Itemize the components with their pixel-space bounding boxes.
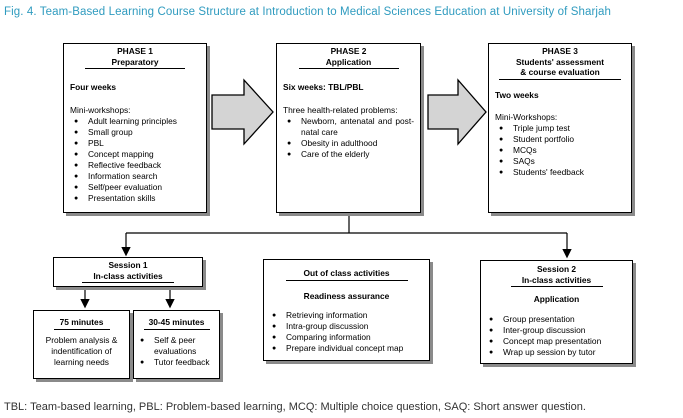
list-item: Students' feedback bbox=[495, 167, 625, 178]
phase3-list: Triple jump test Student portfolio MCQs … bbox=[495, 123, 625, 178]
figure-caption: Fig. 4. Team-Based Learning Course Struc… bbox=[4, 6, 612, 18]
list-item: SAQs bbox=[495, 156, 625, 167]
list-item: Small group bbox=[70, 127, 200, 138]
phase2-box: PHASE 2 Application Six weeks: TBL/PBL T… bbox=[276, 43, 421, 213]
session1-75min-text: Problem analysis & indentification of le… bbox=[45, 334, 118, 367]
session1-75min-box: 75 minutes Problem analysis & indentific… bbox=[33, 310, 130, 379]
phase3-box: PHASE 3 Students' assessment & course ev… bbox=[488, 43, 632, 213]
list-item: Newborn, antenatal and post-natal care bbox=[283, 116, 414, 138]
phase3-subtitle-line2: & course evaluation bbox=[499, 67, 621, 80]
session1-30min-list: Self & peer evaluations Tutor feedback bbox=[136, 335, 217, 368]
phase3-title: PHASE 3 bbox=[542, 46, 578, 56]
list-item: Triple jump test bbox=[495, 123, 625, 134]
phase1-list: Adult learning principles Small group PB… bbox=[70, 116, 200, 204]
session1-75min-title: 75 minutes bbox=[53, 317, 110, 330]
list-item: Concept map presentation bbox=[485, 336, 628, 347]
figure-footnote: TBL: Team-based learning, PBL: Problem-b… bbox=[4, 401, 586, 413]
session2-section: Application bbox=[533, 294, 580, 304]
list-item: Prepare individual concept map bbox=[268, 343, 425, 354]
session1-subtitle: In-class activities bbox=[82, 271, 174, 283]
phase1-title: PHASE 1 bbox=[117, 46, 153, 56]
list-item: Information search bbox=[70, 171, 200, 182]
out-of-class-box: Out of class activities Readiness assura… bbox=[263, 259, 430, 361]
session1-30min-box: 30-45 minutes Self & peer evaluations Tu… bbox=[133, 310, 220, 379]
out-of-class-title: Out of class activities bbox=[285, 268, 408, 281]
phase2-duration: Six weeks: TBL/PBL bbox=[283, 82, 364, 92]
list-item: Student portfolio bbox=[495, 134, 625, 145]
session1-box: Session 1 In-class activities bbox=[53, 257, 203, 287]
phase2-list-heading: Three health-related problems: bbox=[283, 105, 398, 115]
list-item: Adult learning principles bbox=[70, 116, 200, 127]
phase3-list-heading: Mini-Workshops: bbox=[495, 111, 558, 122]
list-item: Presentation skills bbox=[70, 193, 200, 204]
list-item: Intra-group discussion bbox=[268, 321, 425, 332]
list-item: Retrieving information bbox=[268, 310, 425, 321]
list-item: Inter-group discussion bbox=[485, 325, 628, 336]
list-item: Reflective feedback bbox=[70, 160, 200, 171]
list-item: Comparing information bbox=[268, 332, 425, 343]
out-of-class-list: Retrieving information Intra-group discu… bbox=[268, 310, 425, 354]
phase3-duration: Two weeks bbox=[495, 89, 539, 100]
list-item: Group presentation bbox=[485, 314, 628, 325]
list-item: Obesity in adulthood bbox=[283, 138, 414, 149]
list-item: Concept mapping bbox=[70, 149, 200, 160]
session1-title: Session 1 bbox=[108, 260, 148, 270]
list-item: Wrap up session by tutor bbox=[485, 347, 628, 358]
phase2-list: Newborn, antenatal and post-natal care O… bbox=[283, 116, 414, 160]
phase2-title: PHASE 2 bbox=[330, 46, 367, 56]
list-item: Tutor feedback bbox=[136, 357, 217, 368]
list-item: Self/peer evaluation bbox=[70, 182, 200, 193]
block-arrow-phase1-to-phase2 bbox=[211, 78, 274, 146]
phase1-box: PHASE 1 Preparatory Four weeks Mini-work… bbox=[63, 43, 207, 213]
out-of-class-subtitle: Readiness assurance bbox=[303, 290, 390, 301]
phase1-subtitle: Preparatory bbox=[85, 57, 185, 69]
session1-30min-title: 30-45 minutes bbox=[143, 317, 210, 330]
session2-box: Session 2 In-class activities Applicatio… bbox=[480, 260, 633, 364]
list-item: Self & peer evaluations bbox=[136, 335, 217, 357]
list-item: Care of the elderly bbox=[283, 149, 414, 160]
session2-title: Session 2 bbox=[536, 264, 577, 274]
phase2-subtitle: Application bbox=[298, 57, 399, 69]
block-arrow-phase2-to-phase3 bbox=[427, 78, 487, 146]
list-item: MCQs bbox=[495, 145, 625, 156]
session2-list: Group presentation Inter-group discussio… bbox=[485, 314, 628, 358]
phase1-list-heading: Mini-workshops: bbox=[70, 105, 131, 115]
phase1-duration: Four weeks bbox=[70, 82, 117, 92]
session2-subtitle: In-class activities bbox=[510, 275, 603, 287]
list-item: PBL bbox=[70, 138, 200, 149]
phase3-subtitle-line1: Students' assessment bbox=[515, 56, 605, 67]
